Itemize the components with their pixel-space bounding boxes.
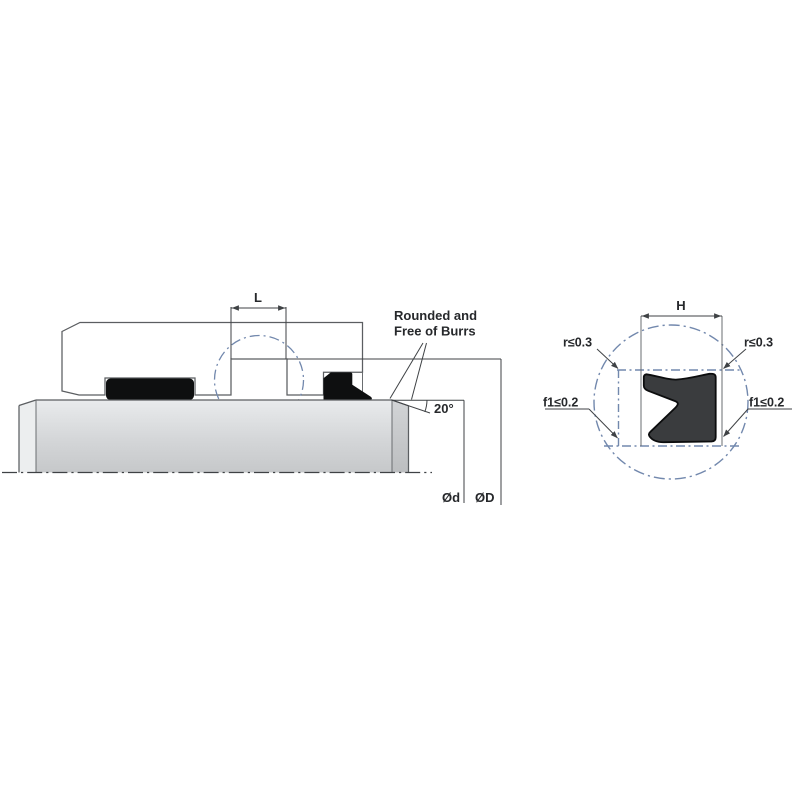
groove-width-label: L [254, 290, 262, 305]
edge-left-leader [588, 408, 618, 439]
diameter-callouts: Ød ØD [442, 359, 502, 505]
rod [18, 399, 410, 473]
height-label: H [676, 298, 685, 313]
u-cup-seal [642, 372, 717, 444]
radius-right-label: r≤0.3 [744, 336, 773, 350]
rod-right-chamfer-band [392, 400, 409, 473]
dimension-H: H [641, 298, 722, 319]
edge-note: Rounded and Free of Burrs [389, 308, 477, 400]
guide-ring-seal [106, 378, 194, 400]
edge-note-leader-2 [411, 342, 427, 400]
rod-body [36, 400, 409, 473]
wiper-seal [323, 372, 372, 401]
chamfer-angle-arc [424, 400, 428, 413]
edge-right-label: f1≤0.2 [749, 396, 784, 410]
dimension-L: L [230, 290, 287, 359]
rod-left-chamfer-line [18, 399, 37, 407]
groove-radius-callouts: r≤0.3 r≤0.3 [563, 336, 773, 369]
chamfer-angle-label: 20° [434, 401, 454, 416]
chamfer-angle-line [390, 399, 431, 414]
edge-note-leader-1 [389, 342, 424, 399]
edge-left-label: f1≤0.2 [543, 396, 578, 410]
edge-note-line1: Rounded and [394, 308, 477, 323]
radius-left-label: r≤0.3 [563, 336, 592, 350]
rod-left-chamfer-face [19, 400, 36, 473]
edge-right-leader [723, 408, 749, 437]
edge-break-callouts: f1≤0.2 f1≤0.2 [543, 396, 792, 439]
left-view: L 20° Rounded and Free of Burrs Ød ØD [2, 290, 502, 505]
bore-diameter-label: ØD [475, 490, 495, 505]
detail-view: H r≤0.3 r≤0.3 f1≤0.2 f1≤0.2 [543, 298, 792, 480]
radius-left-leader [596, 348, 619, 369]
radius-right-leader [723, 348, 747, 369]
rod-diameter-label: Ød [442, 490, 460, 505]
edge-note-line2: Free of Burrs [394, 324, 476, 339]
detail-circle [593, 324, 749, 480]
chamfer-angle-annotation: 20° [390, 399, 464, 416]
